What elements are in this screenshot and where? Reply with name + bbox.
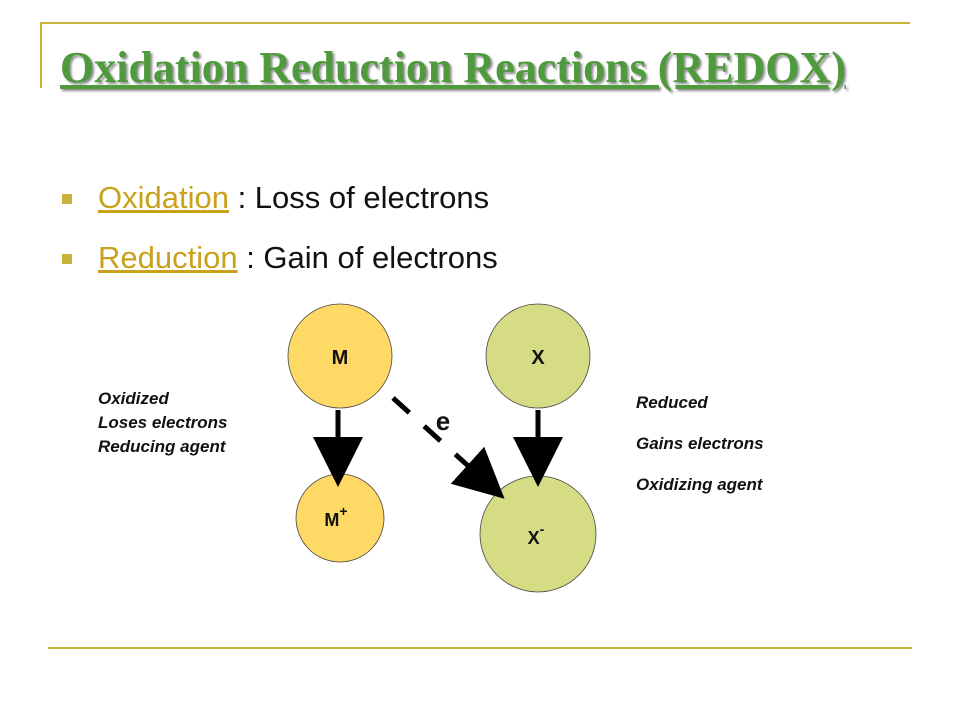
bullet-square-icon xyxy=(62,194,72,204)
term-oxidation[interactable]: Oxidation xyxy=(98,180,229,215)
node-x-label: X xyxy=(531,347,545,369)
label-gains-electrons: Gains electrons xyxy=(636,434,764,453)
electron-transfer-arrow xyxy=(391,396,505,499)
label-reducing-agent: Reducing agent xyxy=(98,437,226,456)
node-x xyxy=(485,303,591,409)
bullet-square-icon xyxy=(62,254,72,264)
node-m-plus-base: M xyxy=(324,510,339,530)
slide-title: Oxidation Reduction Reactions (REDOX) xyxy=(60,43,846,92)
frame-left-line xyxy=(40,22,42,88)
term-reduction[interactable]: Reduction xyxy=(98,240,238,275)
node-x-minus-sup: - xyxy=(540,521,545,537)
definition-oxidation: : Loss of electrons xyxy=(228,180,490,215)
label-oxidized: Oxidized xyxy=(98,389,169,408)
label-reduced: Reduced xyxy=(636,393,708,412)
svg-text:X-: X- xyxy=(528,521,545,548)
label-oxidizing-agent: Oxidizing agent xyxy=(636,475,763,494)
bullet-oxidation: Oxidation : Loss of electrons xyxy=(60,176,498,236)
definition-reduction: : Gain of electrons xyxy=(237,240,498,275)
frame-bottom-line xyxy=(48,647,912,649)
right-labels: Reduced Gains electrons Oxidizing agent xyxy=(636,382,764,505)
left-labels: Oxidized Loses electrons Reducing agent xyxy=(98,387,227,459)
frame-top-line xyxy=(40,22,910,24)
label-loses-electrons: Loses electrons xyxy=(98,413,228,432)
node-m-plus-sup: + xyxy=(339,503,347,519)
bullet-list: Oxidation : Loss of electrons Reduction … xyxy=(60,176,498,296)
svg-text:M+: M+ xyxy=(324,503,347,530)
node-x-minus-base: X xyxy=(528,528,540,548)
node-m-label: M xyxy=(332,347,349,369)
node-m xyxy=(287,303,393,409)
electron-label: e xyxy=(436,406,450,436)
bullet-reduction: Reduction : Gain of electrons xyxy=(60,236,498,296)
